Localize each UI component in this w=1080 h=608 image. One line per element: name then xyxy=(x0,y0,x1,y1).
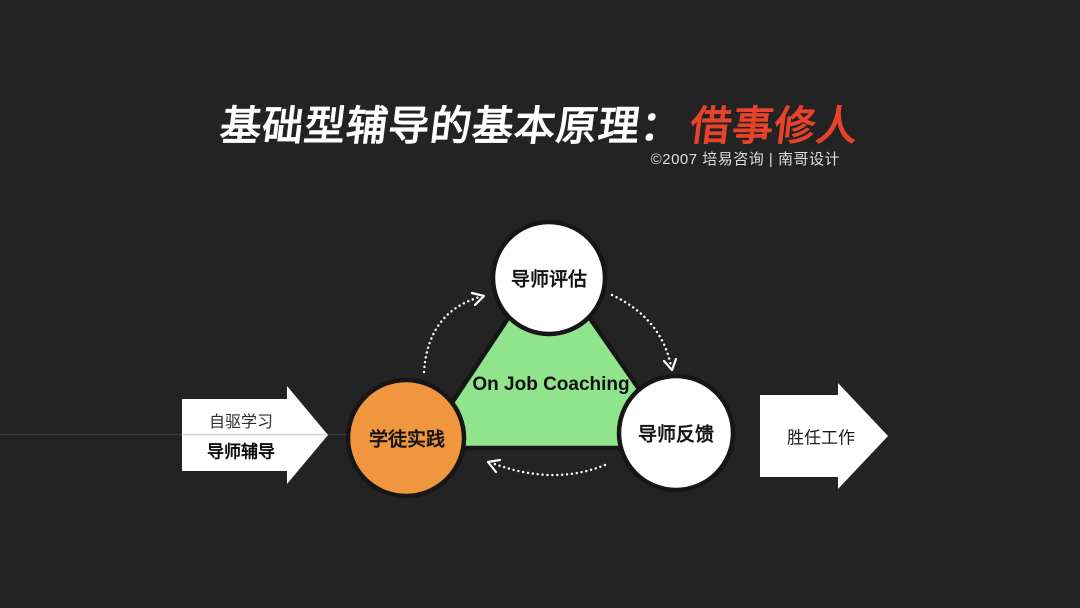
credit-line: ©2007 培易咨询 | 南哥设计 xyxy=(650,151,840,168)
arc-right-down xyxy=(610,293,673,368)
node-left-circle xyxy=(345,377,467,499)
node-top-circle xyxy=(490,219,608,337)
node-top-label: 导师评估 xyxy=(510,269,588,291)
arc-left-up xyxy=(422,295,482,374)
input-arrow-line2: 导师辅导 xyxy=(207,442,275,462)
triangle-center-label: On Job Coaching xyxy=(472,374,630,395)
arc-bottom-left xyxy=(490,461,607,477)
node-left-label: 学徒实践 xyxy=(368,429,446,451)
output-arrow-label: 胜任工作 xyxy=(787,428,855,448)
arrowhead-left-icon xyxy=(486,458,502,474)
input-arrow-line1: 自驱学习 xyxy=(208,414,274,431)
triangle-shape xyxy=(419,255,683,451)
node-right-label: 导师反馈 xyxy=(637,424,715,446)
node-right-circle xyxy=(616,373,736,493)
arrowhead-up-right-icon xyxy=(470,291,486,307)
arrowhead-down-icon xyxy=(662,357,678,372)
output-arrow-shape xyxy=(760,383,888,489)
